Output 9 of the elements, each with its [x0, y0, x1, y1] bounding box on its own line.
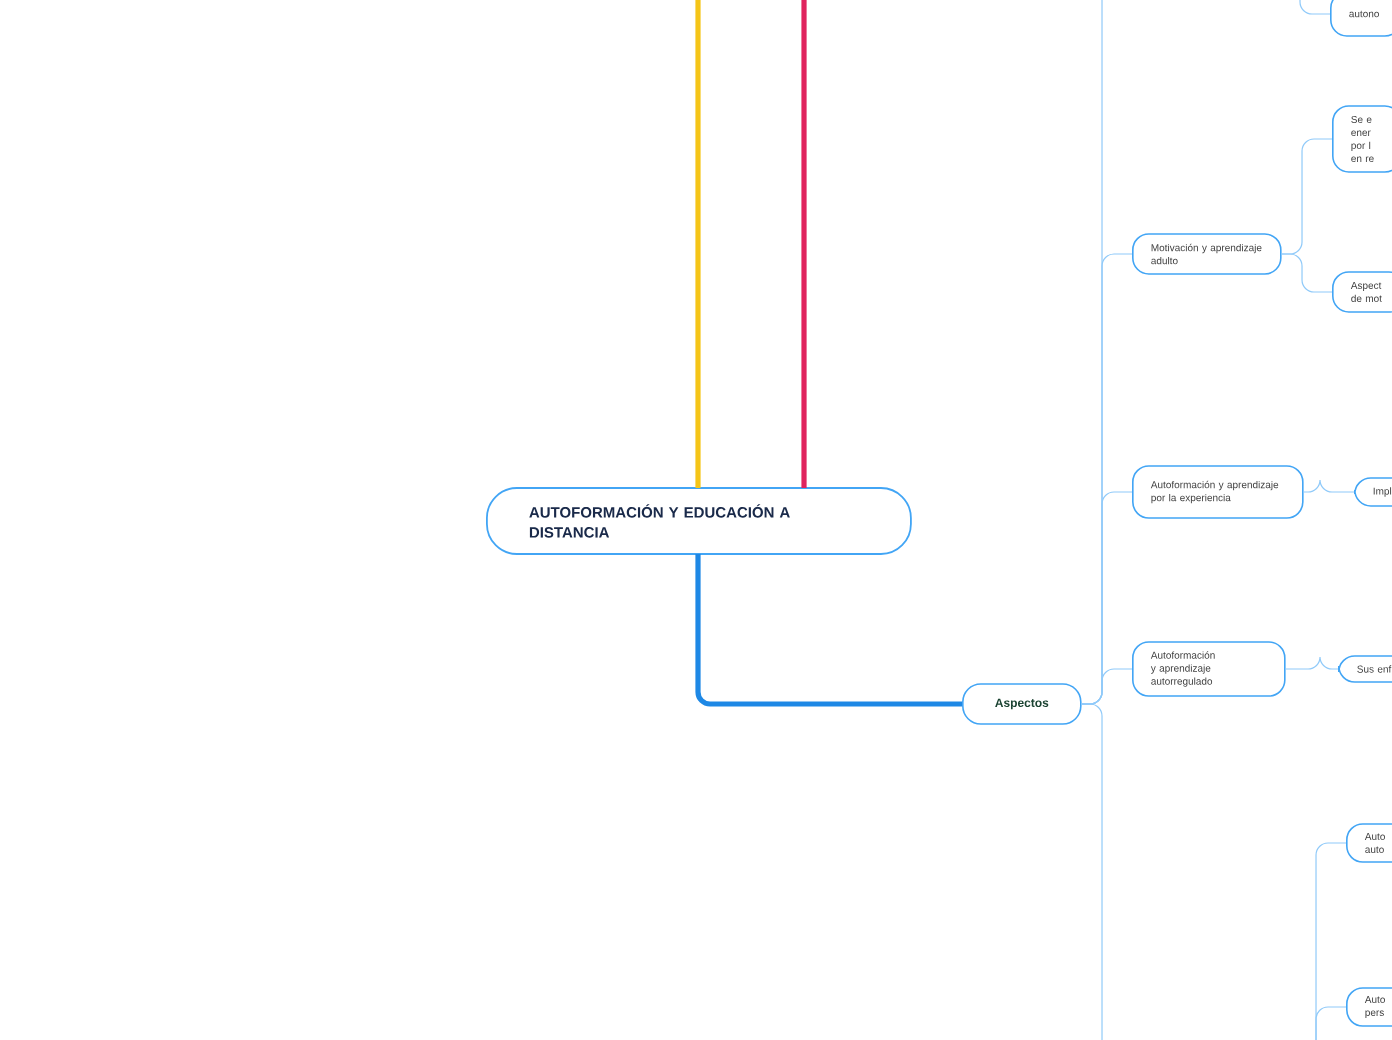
- connector-line: [1081, 668, 1133, 705]
- connector-line: [801, 0, 807, 488]
- connector-line: [1299, 0, 1331, 15]
- connector-line: [695, 554, 962, 707]
- connector-line: [1315, 1006, 1347, 1040]
- connector-line: [1285, 656, 1339, 670]
- connector-line: [1303, 479, 1355, 493]
- connector-line: [1281, 253, 1333, 293]
- connector-line: [695, 0, 701, 488]
